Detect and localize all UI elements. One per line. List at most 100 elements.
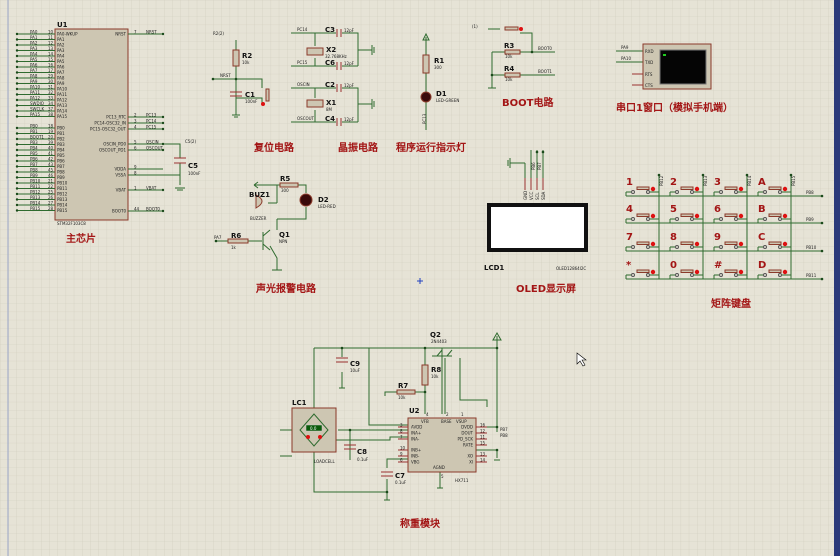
keypad-key-8[interactable]: 8 xyxy=(669,232,703,251)
net-label: PA8 xyxy=(30,73,38,78)
alarm-circuit[interactable]: BUZ1 BUZZER R5 300 D2 LED-RED Q1 NPN R6 … xyxy=(214,175,336,271)
net-label: PA5 xyxy=(30,57,38,62)
keypad-key-B[interactable]: B xyxy=(757,204,791,223)
wire-terminal xyxy=(15,49,19,52)
svg-text:LOADCELL: LOADCELL xyxy=(314,459,336,464)
wire-terminal xyxy=(15,154,19,157)
pin-number: 19 xyxy=(48,129,54,134)
keypad-key-4[interactable]: 4 xyxy=(625,204,659,223)
pin-name: VDDA xyxy=(114,167,126,172)
keypad-key-0[interactable]: 0 xyxy=(669,260,703,279)
pin-name: PA10 xyxy=(57,87,67,92)
pin-number: 41 xyxy=(48,151,54,156)
pin-name: PA12 xyxy=(57,98,67,103)
net-label: PC14 xyxy=(146,118,157,123)
pin-name: PC14-OSC32_IN xyxy=(94,121,126,126)
svg-text:10k: 10k xyxy=(505,77,513,82)
net-label: PB0 xyxy=(30,123,38,128)
pin-name: DVDD xyxy=(461,425,473,430)
pin-name: INA+ xyxy=(411,431,421,436)
svg-text:PA7: PA7 xyxy=(214,235,222,240)
svg-text:7: 7 xyxy=(626,232,633,243)
keypad-key-*[interactable]: * xyxy=(625,260,659,279)
net-label: PC15 xyxy=(146,124,157,129)
boot-circuit[interactable]: (1) R3 10k R4 10k BOOT0 BOOT1 xyxy=(472,24,555,89)
svg-text:1k: 1k xyxy=(231,245,237,250)
wire-terminal xyxy=(161,121,165,125)
svg-text:C3: C3 xyxy=(325,26,335,34)
pin-number: 43 xyxy=(48,162,54,167)
wire-terminal xyxy=(657,173,661,177)
svg-text:32.768KHz: 32.768KHz xyxy=(325,54,347,59)
svg-text:100nF: 100nF xyxy=(245,99,258,104)
wire-terminal xyxy=(15,98,19,102)
svg-text:BOOT0: BOOT0 xyxy=(538,46,552,51)
pin-name: PB12 xyxy=(57,192,68,197)
keypad-key-5[interactable]: 5 xyxy=(669,204,703,223)
sheet-border-right xyxy=(834,0,840,556)
loadcell-display: 0.0 xyxy=(310,426,317,431)
pin-number: 12 xyxy=(48,40,54,45)
pin-number: 6 xyxy=(400,457,403,462)
net-label: PC13 xyxy=(146,112,157,117)
svg-text:PB7: PB7 xyxy=(500,427,508,432)
net-label: OSCOUT xyxy=(146,145,164,150)
svg-text:BOOT1: BOOT1 xyxy=(538,69,552,74)
crystal-circuit[interactable]: PC14 PC15 OSCIN OSCOUT C3 12pF C6 12pF C… xyxy=(291,26,375,126)
capacitor-c5[interactable]: C5 100nF C5(2) xyxy=(163,139,201,191)
pin-name: PB15 xyxy=(57,208,68,213)
pin-number: 12 xyxy=(480,428,486,433)
wire-terminal xyxy=(15,82,19,85)
svg-text:5: 5 xyxy=(670,204,677,215)
keypad-key-2[interactable]: 2 xyxy=(669,177,703,196)
pin-name: OSCIN_PD0 xyxy=(103,142,126,147)
pin-name: INB+ xyxy=(411,448,421,453)
svg-text:3: 3 xyxy=(714,177,721,188)
keypad-key-D[interactable]: D xyxy=(757,260,791,279)
pin-name: AGND xyxy=(433,465,445,470)
pin-number: 20 xyxy=(48,134,54,139)
svg-text:Q1: Q1 xyxy=(279,231,290,239)
pin-name: PB10 xyxy=(57,181,68,186)
pin-number: 27 xyxy=(48,200,54,205)
pin-name: PC15-OSC32_OUT xyxy=(90,127,126,132)
keypad-key-A[interactable]: A xyxy=(757,177,791,196)
wire-terminal xyxy=(15,148,19,152)
svg-text:R1: R1 xyxy=(434,57,444,65)
keypad-key-3[interactable]: 3 xyxy=(713,177,747,196)
wire-terminal xyxy=(15,181,19,185)
wire-terminal xyxy=(161,188,165,192)
pin-name: PB4 xyxy=(57,148,65,153)
svg-text:R2: R2 xyxy=(242,52,252,60)
pin-name: PB0 xyxy=(57,126,65,131)
keypad-key-9[interactable]: 9 xyxy=(713,232,747,251)
pin-name: XI xyxy=(469,460,473,465)
net-label: PB12 xyxy=(659,175,664,186)
virtual-terminal[interactable]: PA9 PA10 RXD TXD RTS CTS xyxy=(616,43,712,90)
svg-text:NRST: NRST xyxy=(220,73,231,78)
oled-display[interactable]: GND VCC SCL SDA PB6 PB7 LCD1 OLED12864I2… xyxy=(484,150,588,272)
wire-terminal xyxy=(15,43,19,47)
mcu-u1[interactable]: U1 STM32F103C8 xyxy=(54,21,129,226)
svg-text:PB7: PB7 xyxy=(537,162,542,170)
svg-text:0: 0 xyxy=(670,260,677,271)
wire-terminal xyxy=(820,249,824,253)
pin-name: PA5 xyxy=(57,59,65,64)
pin-number: 6 xyxy=(134,145,137,150)
svg-text:12pF: 12pF xyxy=(344,61,355,66)
keypad-key-1[interactable]: 1 xyxy=(625,177,659,196)
keypad-key-7[interactable]: 7 xyxy=(625,232,659,251)
svg-text:12pF: 12pF xyxy=(344,28,355,33)
scale-module[interactable]: 0.0 Q2 2N4403 C9 10uF R8 10k R7 10k LC1 … xyxy=(280,331,508,501)
pin-number: 30 xyxy=(48,79,54,84)
net-label: PB12 xyxy=(30,189,41,194)
led-circuit[interactable]: R1 300 D1 LED-GREEN PC13 xyxy=(420,32,459,130)
reset-circuit[interactable]: R2(2) R2 10k NRST C1 100nF xyxy=(211,31,270,118)
pin-name: PA13 xyxy=(57,103,67,108)
keypad-key-6[interactable]: 6 xyxy=(713,204,747,223)
keypad-key-C[interactable]: C xyxy=(757,232,791,251)
wire-terminal xyxy=(15,165,19,168)
keypad-key-#[interactable]: # xyxy=(713,260,747,279)
